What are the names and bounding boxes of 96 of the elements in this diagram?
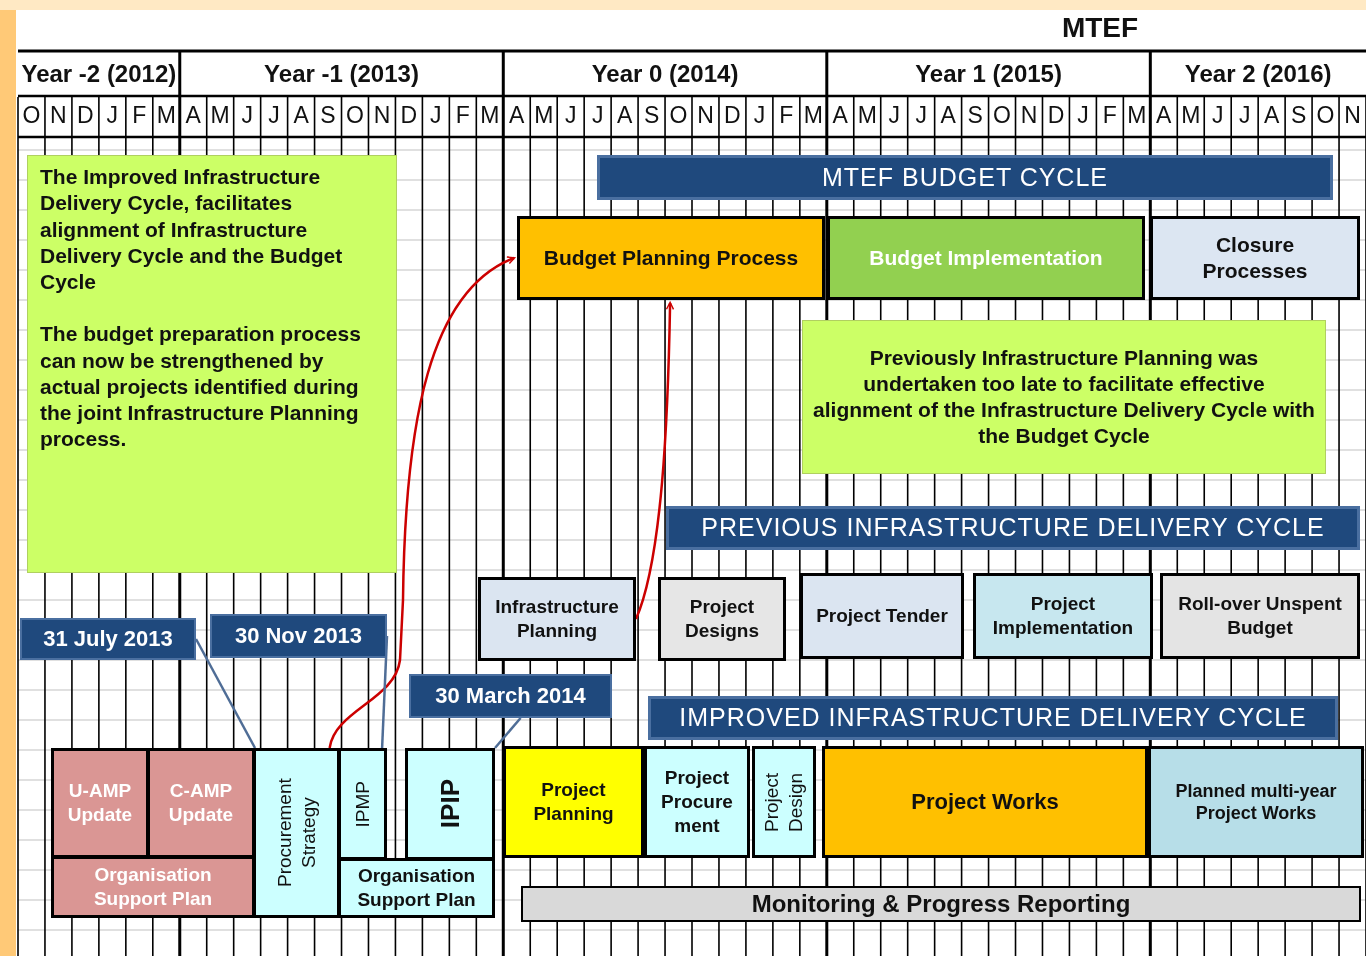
year-header: Year 0 (2014) [590,60,740,88]
month-label: F [131,102,148,129]
month-label: A [184,102,202,129]
month-label: O [992,102,1012,129]
month-label: A [831,102,849,129]
month-label: J [887,102,901,129]
month-label: F [454,102,471,129]
month-label: D [399,102,419,129]
leader-line [380,635,389,749]
month-label: A [1262,102,1281,129]
month-label: D [1046,102,1066,129]
box-text: IPMP [350,780,374,828]
note-card [27,155,397,573]
month-label: A [939,102,957,129]
month-label: F [778,102,795,129]
note-card: Previously Infrastructure Planning was undertaken too late to facilitate effective alignment of the Infrastructure Delivery Cycle with the Budget Cycle [802,320,1326,474]
month-label: J [105,102,120,129]
month-label: M [155,102,177,129]
phase-box: Roll-over Unspent Budget [1160,573,1360,659]
month-label: N [372,102,392,129]
month-label: D [76,102,95,129]
month-label: S [642,102,661,129]
phase-box: C-AMP Update [147,748,255,858]
month-label: A [292,102,310,129]
leader-line [194,638,257,749]
month-label: M [1180,102,1202,129]
month-label: O [668,102,689,129]
phase-box: Project Planning [503,746,644,858]
year-header: Year 2 (2016) [1183,60,1333,88]
month-label: A [508,102,526,129]
month-label: F [1101,102,1118,129]
year-header: Year -1 (2013) [263,60,420,88]
month-label: J [267,102,281,129]
date-callout: 30 Nov 2013 [210,614,387,658]
month-label: J [752,102,767,129]
phase-box [752,746,816,858]
progress-bar: Monitoring & Progress Reporting [521,886,1361,922]
arrow [634,301,675,620]
month-label: N [1019,102,1039,129]
month-label: M [479,102,501,129]
month-label: M [856,102,878,129]
phase-box [405,748,495,860]
month-label: J [1237,102,1252,129]
box-text: Procurement Strategy [272,777,320,890]
month-label: S [319,102,337,129]
date-callout: 31 July 2013 [20,618,196,660]
chart-title: MTEF [1060,12,1140,44]
month-label: A [615,102,634,129]
phase-box: Infrastructure Planning [478,577,636,661]
month-label: M [533,102,555,129]
phase-box: Project Implementation [973,573,1153,659]
month-label: J [1076,102,1090,129]
month-label: N [49,102,68,129]
section-banner: MTEF BUDGET CYCLE [597,155,1333,200]
month-label: J [429,102,443,129]
date-callout: 30 March 2014 [409,674,612,718]
month-label: A [1155,102,1173,129]
month-label: N [696,102,715,129]
phase-box: Project Procurement [644,746,750,858]
note-text: The Improved Infrastructure Delivery Cycle, facilitates alignment of Infrastructure Delivery Cycle and the Budget Cycle [40,164,344,295]
phase-box: Organisation Support Plan [51,856,255,918]
year-header: Year 1 (2015) [914,60,1063,88]
month-label: S [966,102,984,129]
phase-box: Project Designs [658,577,786,661]
phase-box: Project Works [822,746,1148,858]
year-header: Year -2 (2012) [20,60,178,88]
phase-box: Budget Implementation [827,216,1145,300]
month-label: J [914,102,928,129]
box-text: IPIP [433,779,466,829]
month-label: N [1343,102,1362,129]
month-label: J [590,102,605,129]
month-label: J [563,102,578,129]
arrow [328,256,516,749]
month-label: O [1315,102,1336,129]
phase-box: Organisation Support Plan [338,858,495,918]
month-label: M [1126,102,1148,129]
month-label: D [723,102,742,129]
box-text: Project Design [760,771,807,834]
month-label: O [345,102,365,129]
month-label: O [21,102,42,129]
phase-box: Closure Processes [1150,216,1360,300]
phase-box: Budget Planning Process [517,216,825,300]
phase-box [253,748,340,918]
month-label: S [1289,102,1308,129]
month-label: M [209,102,231,129]
phase-box [338,748,387,860]
phase-box: Project Tender [800,573,964,659]
note-text: The budget preparation process can now be strengthened by actual projects identified during the joint Infrastructure Planning process. [40,321,362,453]
month-label: M [802,102,824,129]
leader-line [494,717,522,749]
phase-box: Planned multi-year Project Works [1148,746,1364,858]
phase-box: U-AMP Update [51,748,149,858]
section-banner: PREVIOUS INFRASTRUCTURE DELIVERY CYCLE [666,506,1360,550]
month-label: J [1210,102,1225,129]
section-banner: IMPROVED INFRASTRUCTURE DELIVERY CYCLE [648,696,1338,740]
month-label: J [240,102,254,129]
